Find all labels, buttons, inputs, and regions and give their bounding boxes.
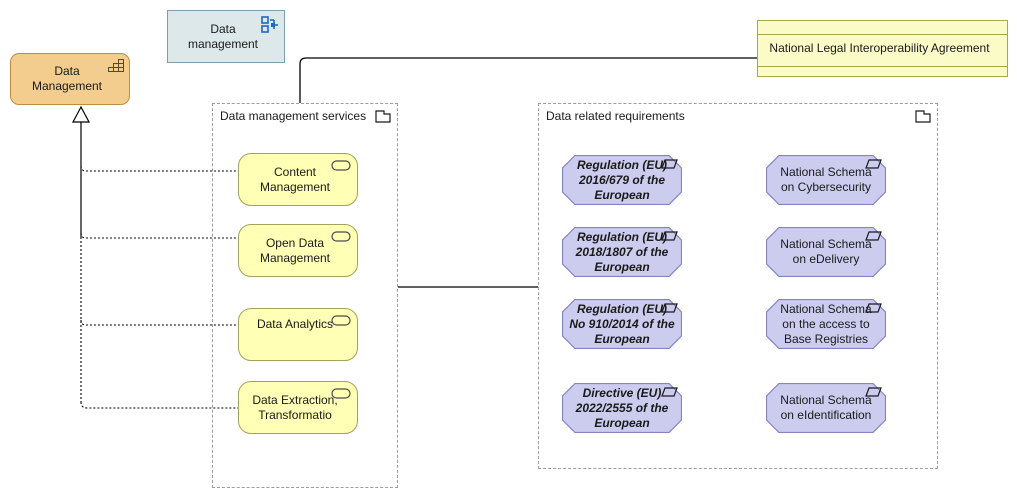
- service-data-extraction-transformation[interactable]: Data Extraction, Transformatio: [238, 381, 358, 434]
- group-data-management-services[interactable]: Data management services: [212, 103, 398, 488]
- requirement-label: National Schema on Cybersecurity: [780, 165, 872, 194]
- service-label: Data Extraction, Transformatio: [252, 392, 338, 422]
- contract-top-line: [758, 34, 1007, 35]
- group-label: Data management services: [220, 109, 367, 123]
- realization-data-extraction[interactable]: [80, 401, 238, 409]
- grouping-folder-icon: [375, 110, 391, 123]
- requirement-icon: [865, 387, 882, 397]
- contract-bottom-line: [758, 66, 1007, 67]
- requirement-label: Directive (EU) 2022/2555 of the European: [575, 385, 669, 430]
- requirement-national-schema-edelivery[interactable]: National Schema on eDelivery: [766, 227, 886, 277]
- capability-data-management[interactable]: Data Management: [10, 53, 130, 105]
- service-icon: [331, 231, 351, 242]
- realization-data-analytics[interactable]: [80, 319, 238, 326]
- requirement-icon: [865, 231, 882, 241]
- requirement-icon: [661, 159, 678, 169]
- service-data-analytics[interactable]: Data Analytics: [238, 308, 358, 361]
- hollow-triangle-arrowhead: [72, 105, 90, 123]
- capability-label: Data Management: [31, 64, 103, 93]
- realization-open-data-management[interactable]: [80, 232, 238, 239]
- service-icon: [331, 160, 351, 171]
- service-label: Open Data Management: [259, 235, 331, 265]
- requirement-regulation-910-2014[interactable]: Regulation (EU) No 910/2014 of the Europ…: [562, 299, 682, 349]
- requirement-regulation-2018-1807[interactable]: Regulation (EU) 2018/1807 of the Europea…: [562, 227, 682, 277]
- requirement-label: Regulation (EU) 2018/1807 of the Europea…: [575, 229, 669, 274]
- requirement-icon: [865, 159, 882, 169]
- requirement-icon: [661, 231, 678, 241]
- requirement-regulation-2016-679[interactable]: Regulation (EU) 2016/679 of the European: [562, 155, 682, 205]
- group-data-related-requirements[interactable]: Data related requirements: [538, 103, 938, 469]
- grouping-folder-icon: [915, 110, 931, 123]
- service-content-management[interactable]: Content Management: [238, 153, 358, 206]
- capability-icon: [108, 59, 124, 72]
- requirement-label: Regulation (EU) No 910/2014 of the Europ…: [569, 301, 675, 346]
- contract-label: National Legal Interoperability Agreemen…: [769, 41, 990, 55]
- diagram-view-icon: [261, 16, 278, 33]
- service-icon: [331, 388, 351, 399]
- requirement-label: National Schema on the access to Base Re…: [780, 301, 872, 346]
- requirement-icon: [865, 303, 882, 313]
- requirement-national-schema-base-registries[interactable]: National Schema on the access to Base Re…: [766, 299, 886, 349]
- requirement-label: National Schema on eDelivery: [780, 237, 872, 266]
- association-servicesgroup-contract[interactable]: [299, 57, 757, 103]
- realization-content-management[interactable]: [80, 165, 238, 172]
- view-reference-label: Data management: [187, 21, 259, 51]
- requirement-directive-2022-2555[interactable]: Directive (EU) 2022/2555 of the European: [562, 383, 682, 433]
- service-label: Content Management: [259, 164, 331, 194]
- service-label: Data Analytics: [256, 317, 334, 331]
- group-label: Data related requirements: [546, 109, 685, 123]
- service-icon: [331, 315, 351, 326]
- service-open-data-management[interactable]: Open Data Management: [238, 224, 358, 277]
- requirement-icon: [661, 387, 678, 397]
- view-reference-data-management[interactable]: Data management: [167, 10, 285, 63]
- requirement-national-schema-cybersecurity[interactable]: National Schema on Cybersecurity: [766, 155, 886, 205]
- requirement-label: National Schema on eIdentification: [780, 393, 872, 422]
- requirement-icon: [661, 303, 678, 313]
- requirement-national-schema-eidentification[interactable]: National Schema on eIdentification: [766, 383, 886, 433]
- contract-national-legal-interoperability-agreement[interactable]: National Legal Interoperability Agreemen…: [757, 20, 1008, 77]
- requirement-label: Regulation (EU) 2016/679 of the European: [577, 157, 667, 202]
